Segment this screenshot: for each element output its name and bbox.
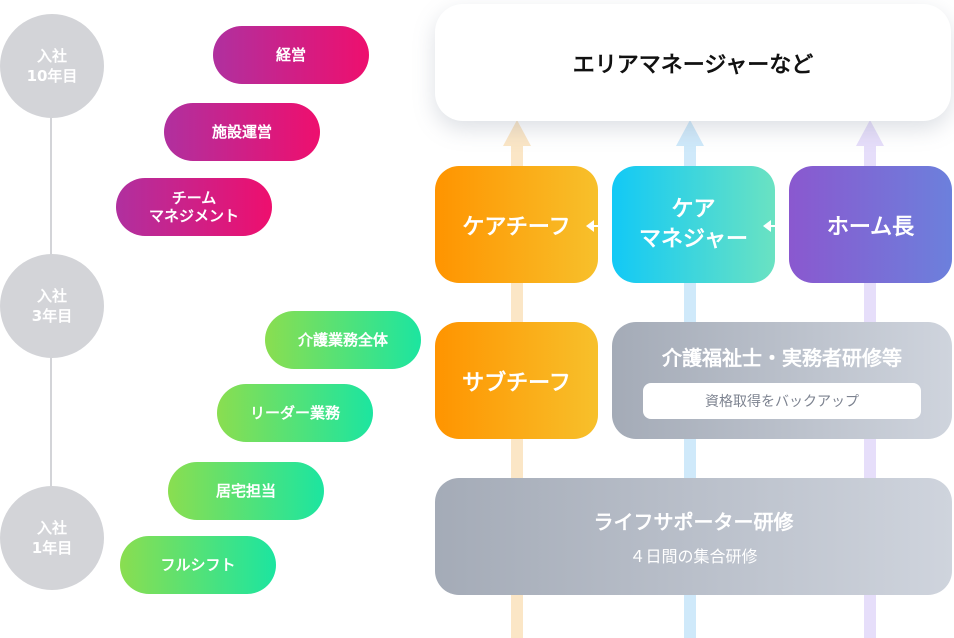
training-box: 介護福祉士・実務者研修等 資格取得をバックアップ: [612, 322, 952, 439]
timeline-year-10: 入社 10年目: [0, 14, 104, 118]
care-manager-label: ケア: [671, 196, 716, 222]
skill-label: フルシフト: [160, 556, 236, 574]
timeline-year-1: 入社 1年目: [0, 486, 104, 590]
home-leader-label: ホーム長: [826, 214, 915, 240]
training-title: 介護福祉士・実務者研修等: [662, 346, 902, 370]
timeline-label: 1年目: [31, 539, 73, 557]
care-chief-box: ケアチーフ: [435, 166, 598, 283]
skill-label: リーダー業務: [249, 404, 340, 422]
area-manager-label: エリアマネージャーなど: [572, 52, 814, 78]
life-supporter-title: ライフサポーター研修: [593, 510, 794, 534]
life-supporter-subtitle: ４日間の集合研修: [629, 547, 758, 566]
sub-chief-label: サブチーフ: [462, 370, 571, 396]
arrow-head-purple: [856, 120, 884, 146]
sub-chief-box: サブチーフ: [435, 322, 598, 439]
timeline-label: 10年目: [26, 67, 78, 85]
home-leader-box: ホーム長: [789, 166, 952, 283]
timeline-line-lower: [50, 350, 52, 490]
skill-label: チーム: [171, 189, 217, 207]
skill-label: 施設運営: [211, 123, 272, 141]
timeline-label: 3年目: [31, 307, 73, 325]
care-manager-label: マネジャー: [639, 226, 748, 252]
skill-kaigo-zentai: 介護業務全体: [265, 311, 421, 369]
skill-label: 居宅担当: [215, 482, 276, 500]
training-badge: 資格取得をバックアップ: [643, 383, 921, 419]
skill-label: 介護業務全体: [297, 331, 388, 349]
timeline-year-3: 入社 3年目: [0, 254, 104, 358]
area-manager-box: エリアマネージャーなど: [435, 4, 951, 121]
arrow-head-orange: [503, 120, 531, 146]
timeline-line-upper: [50, 110, 52, 260]
care-manager-box: ケア マネジャー: [612, 166, 775, 283]
skill-label: マネジメント: [148, 207, 239, 225]
arrow-head-blue: [676, 120, 704, 146]
timeline-label: 入社: [36, 287, 67, 305]
timeline-label: 入社: [36, 519, 67, 537]
skill-keiei: 経営: [213, 26, 369, 84]
skill-label: 経営: [275, 46, 306, 64]
care-chief-label: ケアチーフ: [462, 214, 571, 240]
skill-full-shift: フルシフト: [120, 536, 276, 594]
skill-shisetsu-unei: 施設運営: [164, 103, 320, 161]
skill-team-management: チーム マネジメント: [116, 178, 272, 236]
skill-leader: リーダー業務: [217, 384, 373, 442]
timeline-label: 入社: [36, 47, 67, 65]
life-supporter-box: ライフサポーター研修 ４日間の集合研修: [435, 478, 952, 595]
skill-kyotaku: 居宅担当: [168, 462, 324, 520]
